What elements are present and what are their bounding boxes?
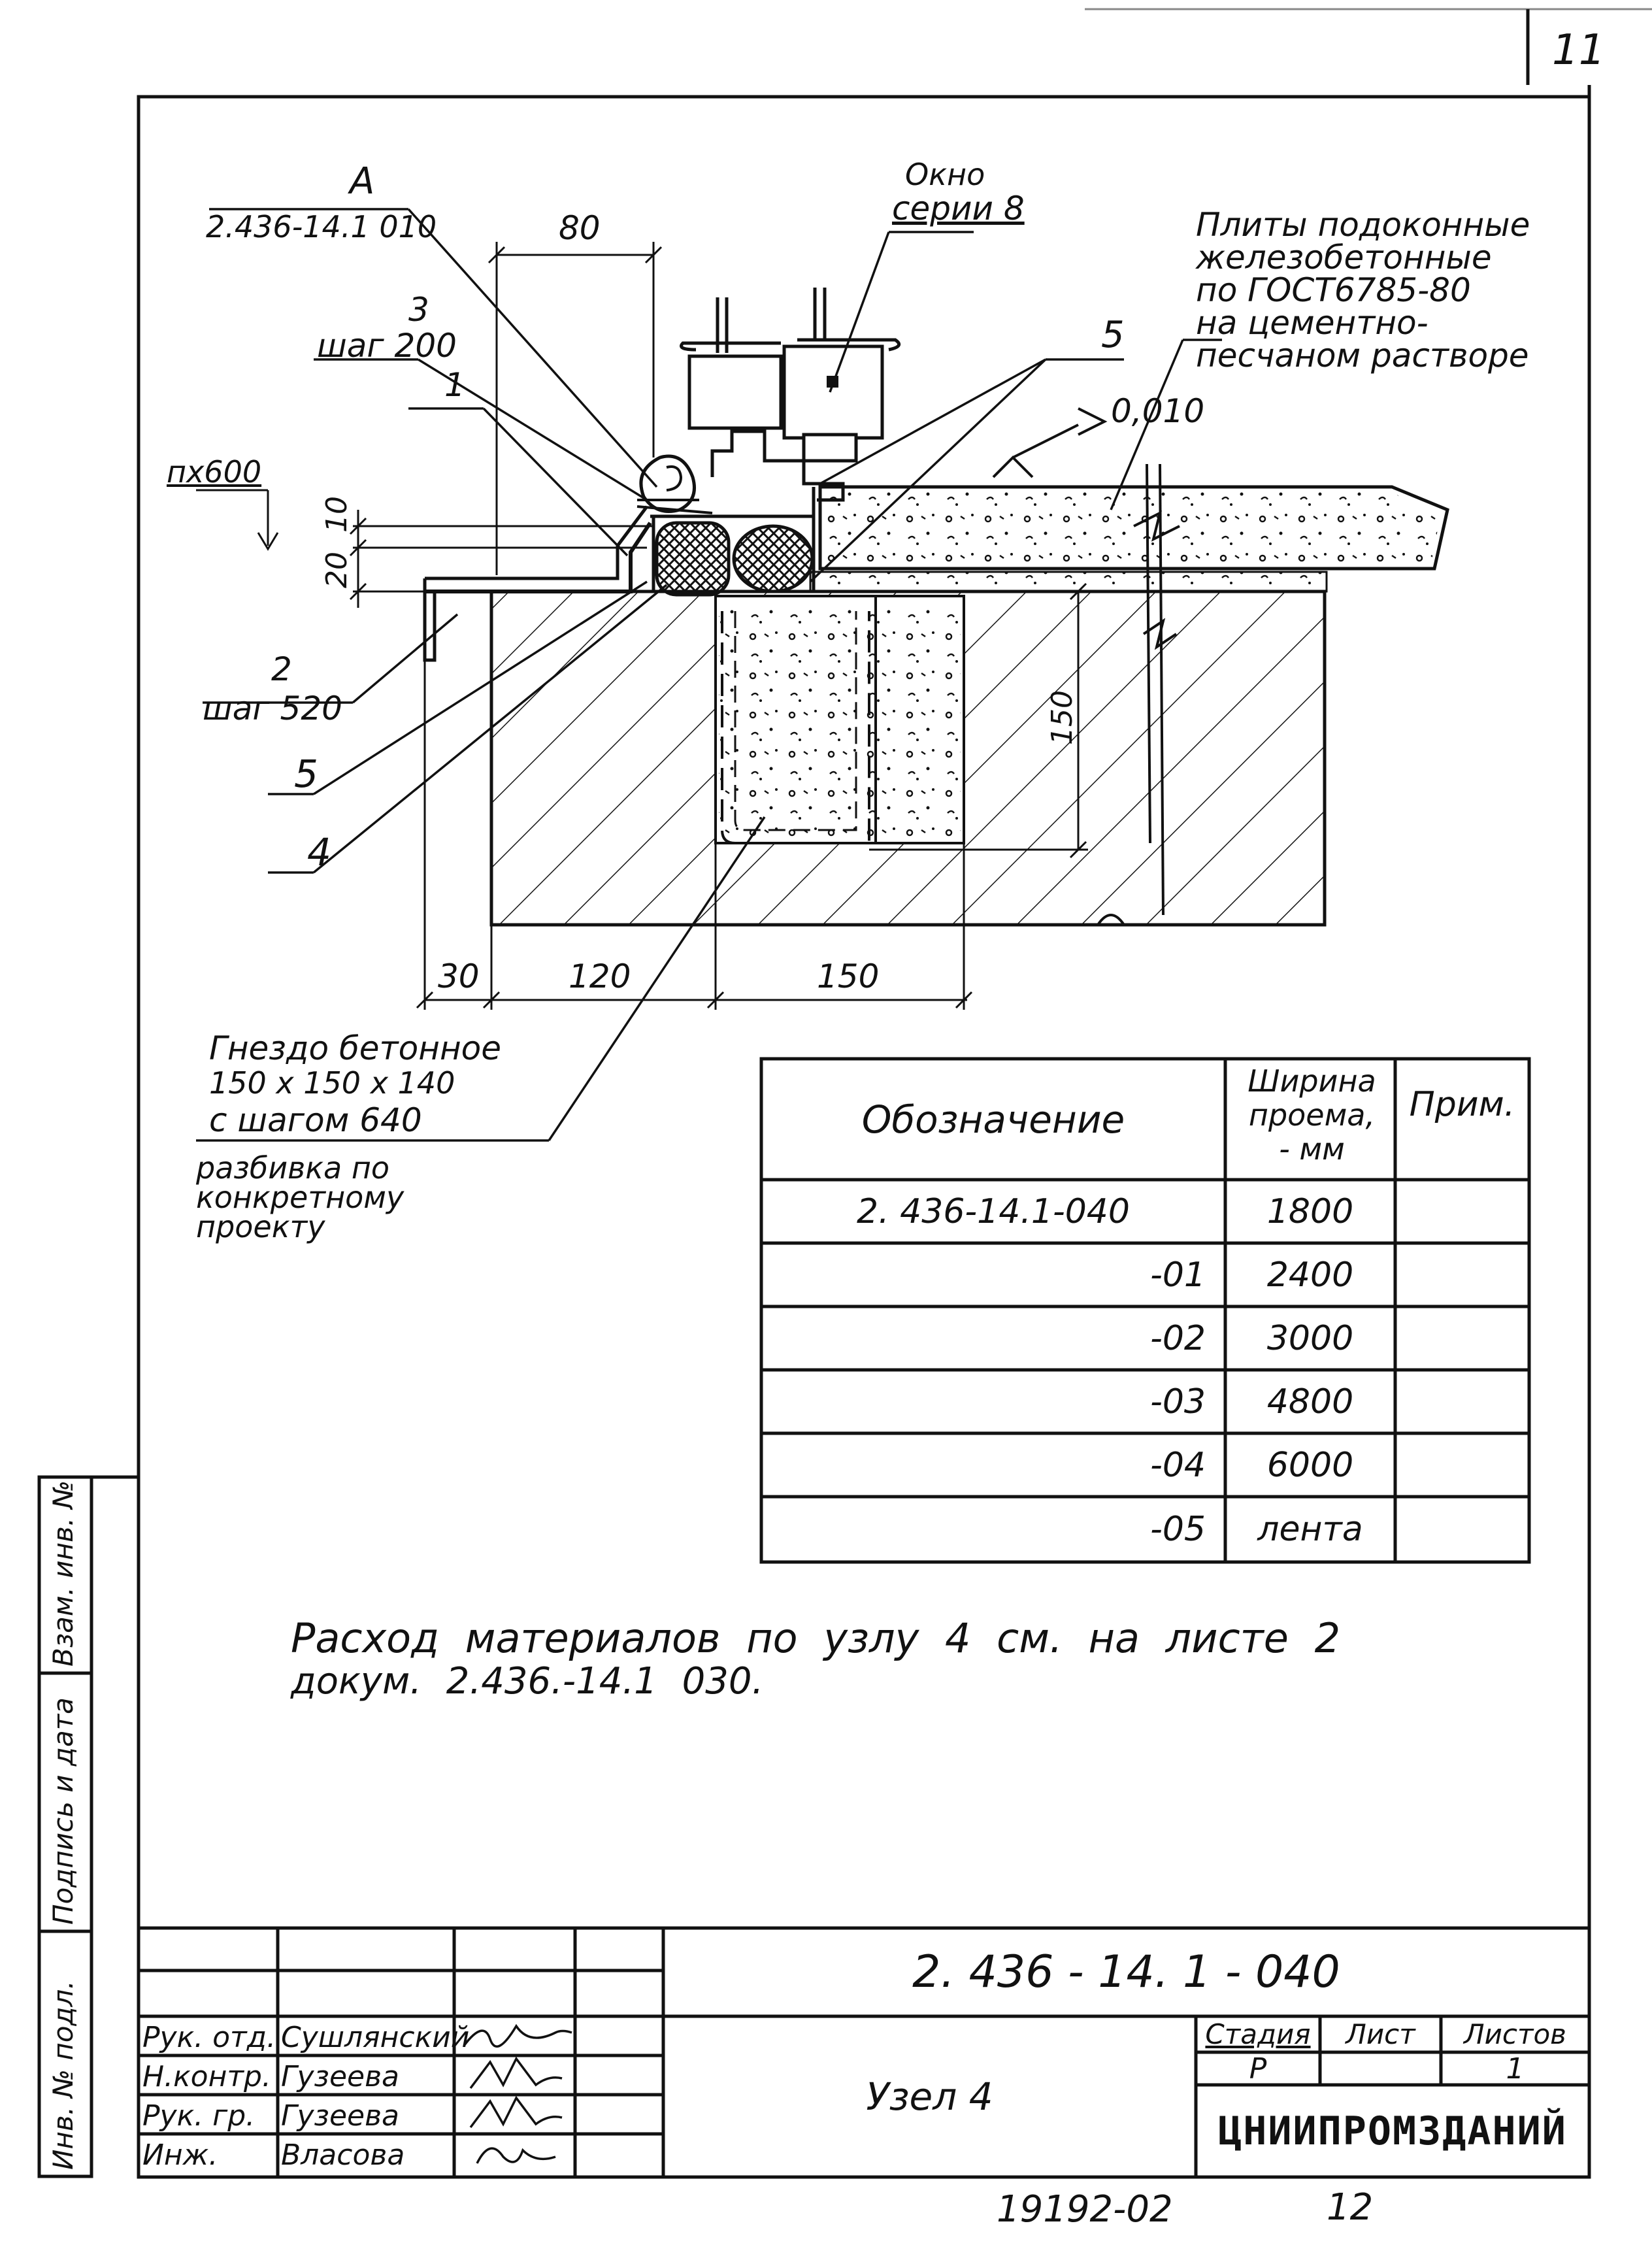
- page-number: 12: [1327, 2186, 1374, 2229]
- sheets-label: Листов: [1464, 2018, 1566, 2050]
- person-name: Гузеева: [281, 2099, 399, 2133]
- organization-name: ЦНИИПРОМЗДАНИЙ: [1218, 2108, 1567, 2154]
- dim-150-horizontal: 150: [817, 957, 880, 995]
- person-role: Инж.: [142, 2138, 218, 2172]
- pos-3: 3: [408, 291, 429, 329]
- spec-header-width-3: - мм: [1279, 1131, 1345, 1167]
- n600-label: пх600: [167, 454, 262, 490]
- person-role: Н.контр.: [142, 2060, 271, 2093]
- side-stamp-sign-date: Подпись и дата: [47, 1697, 79, 1925]
- pos-5-top: 5: [1101, 314, 1125, 356]
- plates-label-2: железобетонные: [1196, 239, 1492, 276]
- person-role: Рук. отд.: [142, 2021, 276, 2054]
- pos-3-step: шаг 200: [317, 327, 457, 365]
- drawing-title: Узел 4: [866, 2074, 993, 2119]
- window-label-2: серии 8: [892, 190, 1025, 227]
- table-row-designation: -05: [1150, 1510, 1206, 1549]
- pos-4: 4: [307, 830, 331, 874]
- table-row-note: [1395, 1180, 1529, 1243]
- spec-header-width-2: проема,: [1248, 1097, 1376, 1133]
- nest-label-1: Гнездо бетонное: [209, 1029, 501, 1067]
- stage-value: Р: [1249, 2052, 1267, 2086]
- nest-label-3: с шагом 640: [209, 1101, 422, 1139]
- plates-label-5: песчаном растворе: [1196, 337, 1529, 374]
- table-row-width: 6000: [1266, 1445, 1354, 1485]
- spec-header-width-1: Ширина: [1247, 1063, 1376, 1099]
- dim-120: 120: [569, 957, 631, 995]
- table-row-width: 1800: [1266, 1191, 1354, 1231]
- material-note-line2: докум. 2.436.-14.1 030.: [291, 1660, 764, 1703]
- table-row-width: лента: [1257, 1510, 1363, 1549]
- table-row-designation: -01: [1150, 1255, 1206, 1295]
- plates-label-3: по ГОСТ6785-80: [1196, 271, 1471, 309]
- label-a: A: [350, 160, 375, 203]
- pos-2: 2: [271, 650, 292, 688]
- plates-label-1: Плиты подоконные: [1196, 206, 1530, 244]
- table-row-width: 4800: [1266, 1382, 1354, 1422]
- plates-label-4: на цементно-: [1196, 304, 1429, 342]
- spec-header-width: Ширина проема, - мм: [1229, 1064, 1395, 1166]
- dim-30: 30: [438, 957, 480, 995]
- spec-header-designation: Обозначение: [861, 1097, 1125, 1142]
- table-row-width: 2400: [1266, 1255, 1354, 1295]
- side-stamp-inv-orig: Инв. № подл.: [47, 1980, 79, 2170]
- table-row-width: 3000: [1266, 1318, 1354, 1358]
- table-row-note: [1395, 1433, 1529, 1497]
- material-note-line1: Расход материалов по узлу 4 см. на листе…: [291, 1614, 1341, 1662]
- sheet-value: [1320, 2052, 1441, 2085]
- stage-label: Стадия: [1205, 2018, 1311, 2050]
- dim-20: 20: [320, 552, 354, 588]
- doc-code: 2. 436 - 14. 1 - 040: [912, 1946, 1340, 1998]
- person-role: Рук. гр.: [142, 2099, 256, 2133]
- table-row-designation: -04: [1150, 1445, 1206, 1485]
- table-row-designation: -02: [1150, 1318, 1206, 1358]
- sheet-label: Лист: [1346, 2018, 1415, 2050]
- table-row-note: [1395, 1370, 1529, 1433]
- table-row-designation: 2. 436-14.1-040: [857, 1191, 1130, 1231]
- dim-150-vertical: 150: [1046, 690, 1079, 745]
- table-row-note: [1395, 1306, 1529, 1370]
- table-row-note: [1395, 1243, 1529, 1306]
- order-number: 19192-02: [997, 2188, 1173, 2231]
- table-row-designation: -03: [1150, 1382, 1206, 1422]
- level-mark: 0,010: [1111, 392, 1205, 430]
- person-name: Власова: [281, 2138, 405, 2172]
- window-label-1: Окно: [905, 157, 985, 192]
- nest-label-5: конкретному: [196, 1180, 405, 1215]
- side-stamp-replace-inv: Взам. инв. №: [47, 1480, 79, 1667]
- pos-1: 1: [444, 366, 465, 404]
- nest-label-6: проекту: [196, 1209, 325, 1244]
- pos-2-step: шаг 520: [203, 690, 342, 727]
- dim-80: 80: [559, 209, 601, 247]
- table-row-note: [1395, 1497, 1529, 1562]
- nest-label-2: 150 х 150 х 140: [209, 1065, 455, 1101]
- person-name: Сушлянский: [281, 2021, 470, 2054]
- spec-header-note: Прим.: [1409, 1085, 1515, 1124]
- nest-label-4: разбивка по: [196, 1150, 390, 1186]
- dim-10: 10: [320, 496, 354, 533]
- label-a-ref: 2.436-14.1 010: [206, 209, 437, 244]
- person-name: Гузеева: [281, 2060, 399, 2093]
- pos-5: 5: [294, 752, 318, 796]
- sheets-value: 1: [1506, 2052, 1525, 2086]
- sheet-number: 11: [1552, 26, 1606, 75]
